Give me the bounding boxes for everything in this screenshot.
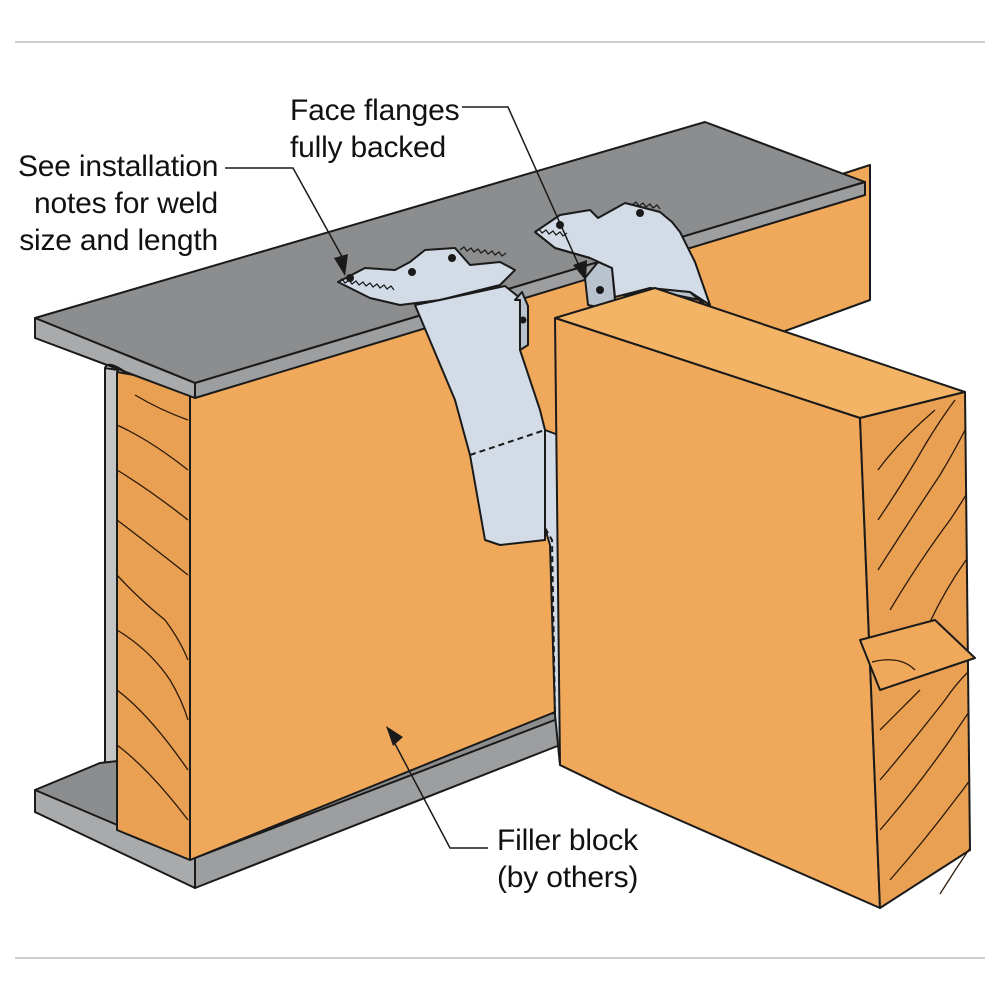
callout-flanges-line-2: fully backed (290, 131, 447, 164)
joist-end-grain (871, 399, 971, 895)
arrow-weld (334, 254, 348, 276)
joist (554, 287, 976, 909)
leader-arrowheads (334, 254, 587, 746)
front-hanger-top-flange (337, 247, 516, 306)
callout-filler-block: Filler block (by others) (497, 822, 638, 896)
callout-filler-line-2: (by others) (497, 861, 639, 894)
callout-face-flanges: Face flanges fully backed (290, 92, 460, 166)
filler-end-grain (116, 394, 189, 821)
rear-weld-bead (534, 201, 661, 237)
front-weld-bead (337, 246, 507, 291)
callout-weld-line-3: size and length (19, 224, 218, 257)
rear-hanger-top-flange (534, 202, 711, 306)
arrow-flanges (573, 260, 587, 281)
callout-weld-notes: See installation notes for weld size and… (18, 148, 218, 259)
joist-side-face (554, 317, 881, 909)
rear-hanger (534, 202, 711, 311)
arrow-filler (386, 726, 403, 746)
leader-filler (392, 739, 488, 849)
callout-weld-line-1: See installation (18, 150, 219, 183)
leader-weld (225, 167, 346, 263)
callout-flanges-line-1: Face flanges (290, 94, 460, 127)
leader-lines (225, 106, 581, 849)
leader-flanges (462, 106, 581, 269)
callout-filler-line-1: Filler block (497, 824, 638, 857)
callout-weld-line-2: notes for weld (34, 187, 218, 220)
